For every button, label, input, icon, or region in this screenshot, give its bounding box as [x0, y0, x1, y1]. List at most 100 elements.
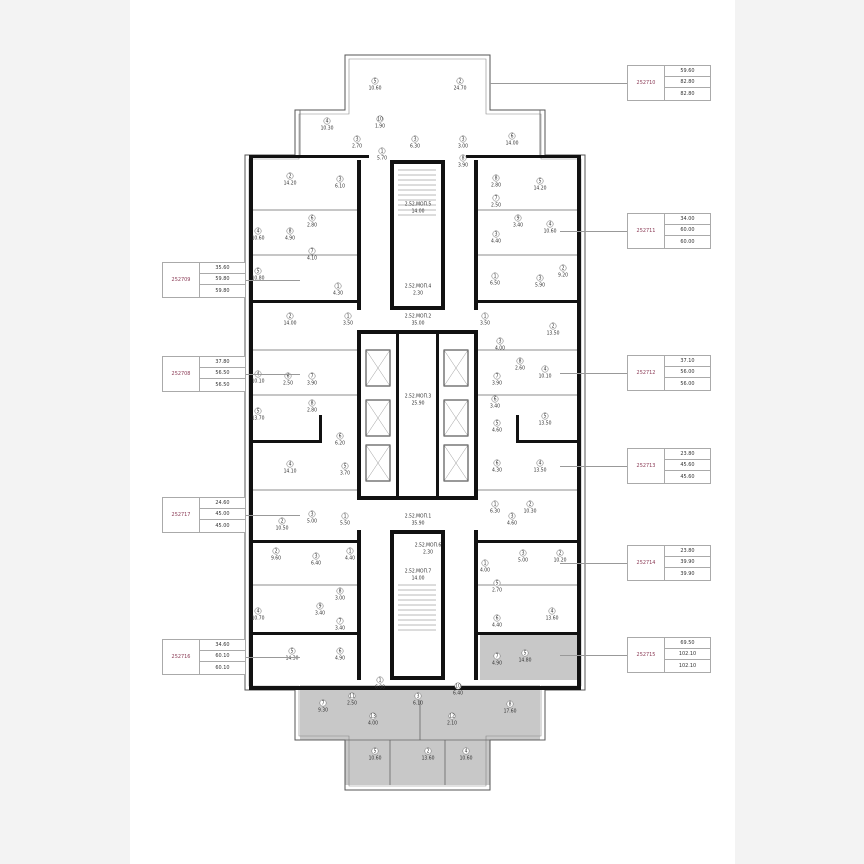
room-number-circle	[496, 337, 504, 345]
room-number: 6	[339, 649, 342, 655]
room-area: 25.90	[412, 401, 425, 407]
room-number: 1	[484, 561, 487, 567]
room-number-circle	[454, 682, 462, 690]
apartment-area-value: 59.60	[665, 66, 710, 77]
room-number: 8	[339, 589, 342, 595]
room-number-circle	[254, 370, 262, 378]
room-area: 9.30	[318, 708, 328, 714]
room-area: 10.60	[369, 86, 382, 92]
apartment-area-value: 34.00	[665, 214, 710, 225]
room-area: 10.60	[544, 229, 557, 235]
room-number: 5	[257, 409, 260, 415]
room-number: 1	[494, 502, 497, 508]
room-area: 3.50	[480, 321, 490, 327]
room-area: 6.10	[413, 701, 423, 707]
room-number: 6	[339, 434, 342, 440]
room-area: 10.10	[539, 374, 552, 380]
room-number: 7	[311, 249, 314, 255]
room-area: 6.50	[490, 281, 500, 287]
room-number: 3	[522, 551, 525, 557]
wall	[390, 676, 445, 680]
room-number-circle	[526, 500, 534, 508]
room-number-circle	[541, 412, 549, 420]
room-area: 3.90	[492, 381, 502, 387]
wall	[357, 330, 361, 500]
apartment-area-value: 69.50	[665, 638, 710, 649]
room-number: 5	[257, 269, 260, 275]
room-number: 5	[496, 581, 499, 587]
room-area: 6.00	[375, 685, 385, 691]
room-number: 2.52.МОП.7	[405, 569, 432, 575]
room-number-circle	[288, 647, 296, 655]
room-number: 3	[417, 694, 420, 700]
room-number-circle	[286, 227, 294, 235]
room-number-circle	[323, 117, 331, 125]
room-number-circle	[536, 459, 544, 467]
room-number: 2	[289, 174, 292, 180]
room-number: 10	[455, 684, 461, 690]
room-area: 3.00	[458, 144, 468, 150]
wall	[249, 540, 357, 543]
room-area: 2.50	[347, 701, 357, 707]
room-number-circle	[414, 692, 422, 700]
room-number-circle	[336, 432, 344, 440]
room-number-circle	[254, 267, 262, 275]
room-area: 9.60	[271, 556, 281, 562]
elevator-cross	[365, 444, 391, 482]
room-number: 3	[315, 554, 318, 560]
room-number: 2.52.МОП.3	[405, 394, 432, 400]
room-area: 2.50	[491, 203, 501, 209]
room-number: 6	[496, 616, 499, 622]
elevator-cross	[443, 349, 469, 387]
apartment-area-value: 59.80	[200, 274, 245, 286]
room-number: 4	[549, 222, 552, 228]
leader-line	[560, 563, 627, 564]
room-area: 14.20	[284, 181, 297, 187]
room-number: 5	[291, 649, 294, 655]
wall	[390, 306, 445, 310]
apartment-area-value: 60.10	[200, 651, 245, 663]
apartment-area-value: 24.60	[200, 498, 245, 509]
room-number-circle	[254, 227, 262, 235]
room-number-circle	[312, 552, 320, 560]
room-number: 2	[562, 266, 565, 272]
apartment-area-value: 82.80	[665, 77, 710, 89]
room-number-circle	[254, 607, 262, 615]
room-number-circle	[308, 399, 316, 407]
apartment-area-value: 45.00	[200, 509, 245, 521]
room-number: 6	[496, 461, 499, 467]
room-number-circle	[371, 77, 379, 85]
room-area: 35.00	[412, 321, 425, 327]
room-number: 4	[257, 229, 260, 235]
room-number-circle	[536, 177, 544, 185]
apartment-area-value: 59.80	[215, 288, 230, 295]
room-number-circle	[254, 407, 262, 415]
room-area: 4.30	[492, 468, 502, 474]
room-area: 4.90	[285, 236, 295, 242]
apartment-area-value: 102.10	[665, 649, 710, 661]
room-area: 13.50	[539, 421, 552, 427]
room-number-circle	[272, 547, 280, 555]
room-number-circle	[448, 712, 456, 720]
room-area: 2.80	[307, 408, 317, 414]
room-area: 4.00	[495, 346, 505, 352]
leader-line	[560, 655, 627, 656]
room-area: 3.00	[335, 596, 345, 602]
room-number-circle	[353, 135, 361, 143]
room-number-circle	[493, 419, 501, 427]
room-area: 13.60	[422, 756, 435, 762]
room-number: 6	[311, 216, 314, 222]
room-area: 2.80	[491, 183, 501, 189]
apartment-area-value: 45.00	[215, 523, 230, 530]
room-number-circle	[519, 549, 527, 557]
leader-line	[246, 515, 300, 516]
elevator-shaft	[443, 444, 469, 482]
room-number: 1	[347, 314, 350, 320]
wall	[390, 160, 445, 164]
room-number-circle	[516, 357, 524, 365]
room-area: 10.70	[252, 616, 265, 622]
room-number-circle	[341, 512, 349, 520]
